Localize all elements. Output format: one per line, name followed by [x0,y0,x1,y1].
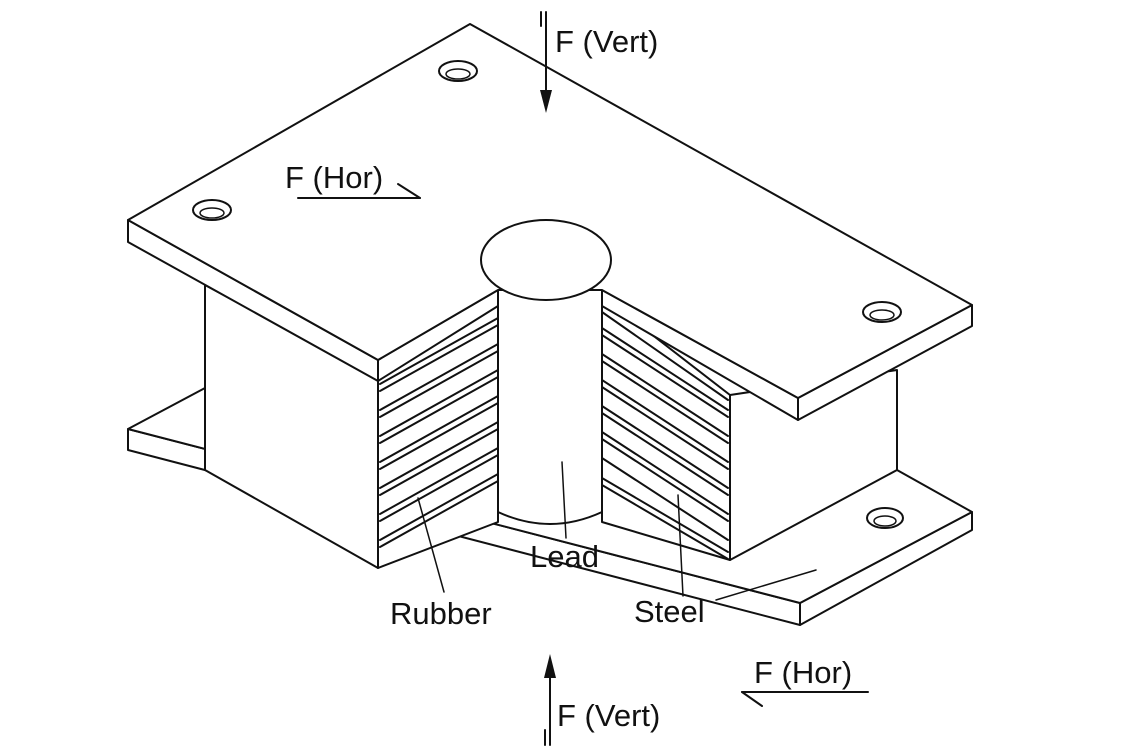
force-vert-bottom-label: F (Vert) [557,698,660,733]
steel-shims-left [379,317,499,548]
rubber-label: Rubber [390,596,492,631]
plate-leader [715,569,817,601]
steel-leader [677,494,684,597]
rubber-leader [417,497,445,593]
lead-core-top [480,219,612,301]
vertical-force-top: F (Vert) [540,11,658,113]
force-vert-top-label: F (Vert) [555,24,658,59]
bearing-body [204,261,898,569]
horizontal-force-top: F (Hor) [285,160,421,199]
bolt-hole-top-left [192,199,232,221]
lead-label: Lead [530,539,599,574]
arrow-down-icon [540,90,552,113]
top-plate-surface [127,23,973,399]
force-hor-bottom-label: F (Hor) [754,655,852,690]
bolt-hole-top-back [438,60,478,82]
steel-shims-right [601,311,729,560]
bolt-hole-bottom-right [866,507,904,529]
bolt-hole-top-right [862,301,902,323]
force-hor-top-label: F (Hor) [285,160,383,195]
horizontal-force-bottom: F (Hor) [741,655,869,707]
steel-label: Steel [634,594,705,629]
top-plate [127,23,973,421]
lead-leader [561,461,567,539]
arrow-up-icon [544,654,556,678]
lead-core [497,261,603,525]
vertical-force-bottom: F (Vert) [544,654,660,746]
